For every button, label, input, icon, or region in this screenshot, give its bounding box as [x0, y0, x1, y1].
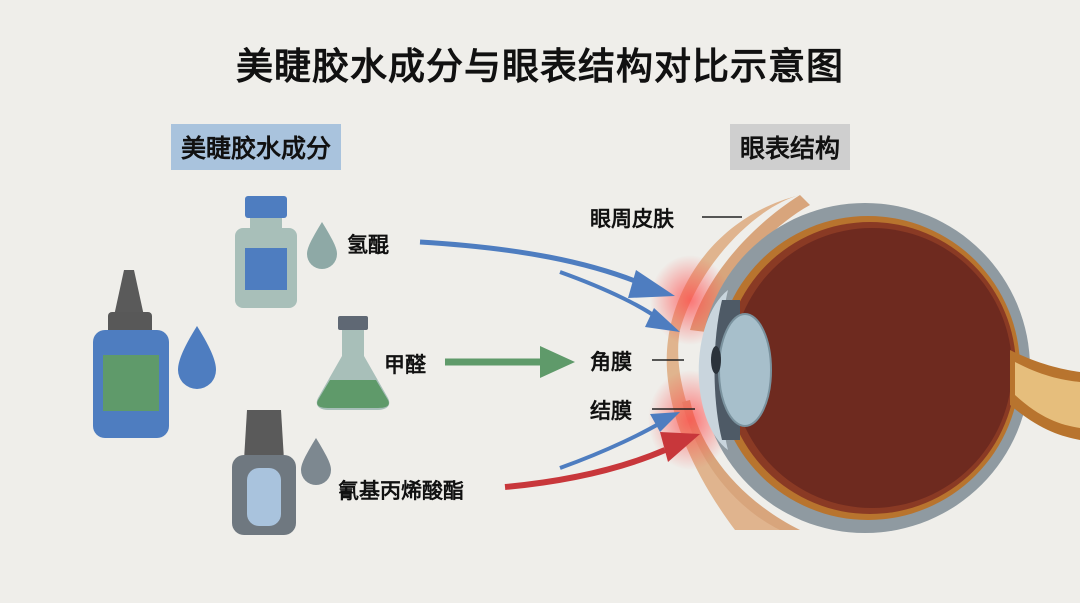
eye-illustration [648, 195, 1080, 533]
ingredient-cyanoacrylate-label: 氰基丙烯酸酯 [338, 479, 464, 503]
ingredient-formaldehyde-label: 甲醛 [384, 353, 426, 377]
page-title: 美睫胶水成分与眼表结构对比示意图 [236, 45, 844, 88]
arrow-cyanoacrylate [504, 447, 667, 490]
optic-nerve-core [1015, 362, 1080, 428]
eye-label-conjunctiva: 结膜 [590, 399, 632, 423]
arrows [419, 239, 700, 490]
lens [718, 313, 772, 427]
ingredient-hydroquinone-label: 氢醌 [347, 233, 389, 257]
arrow-cyanoacrylate-head [660, 432, 700, 462]
arrow-cyano-blue [559, 420, 664, 470]
droplet-large-icon [178, 326, 216, 389]
section-eye-structure-header: 眼表结构 [730, 124, 851, 170]
pupil [711, 346, 721, 374]
section-ingredients-header: 美睫胶水成分 [171, 124, 342, 170]
hydroquinone-bottle [235, 196, 297, 308]
arrow-hydroquinone-2-head [645, 308, 680, 332]
cyanoacrylate-bottle [232, 410, 296, 535]
arrow-hydroquinone-1 [419, 239, 646, 288]
arrow-hydroquinone-1-head [628, 270, 675, 298]
arrow-cyano-blue-head [650, 412, 680, 432]
droplet-cyanoacrylate-icon [301, 438, 331, 485]
droplet-hydroquinone-icon [307, 222, 337, 269]
eye-label-skin: 眼周皮肤 [590, 207, 674, 231]
formaldehyde-flask [316, 316, 390, 410]
arrow-formaldehyde-head [540, 346, 575, 378]
large-glue-bottle [93, 270, 169, 438]
eye-label-cornea: 角膜 [590, 350, 632, 374]
eyeball-interior [732, 228, 1012, 508]
